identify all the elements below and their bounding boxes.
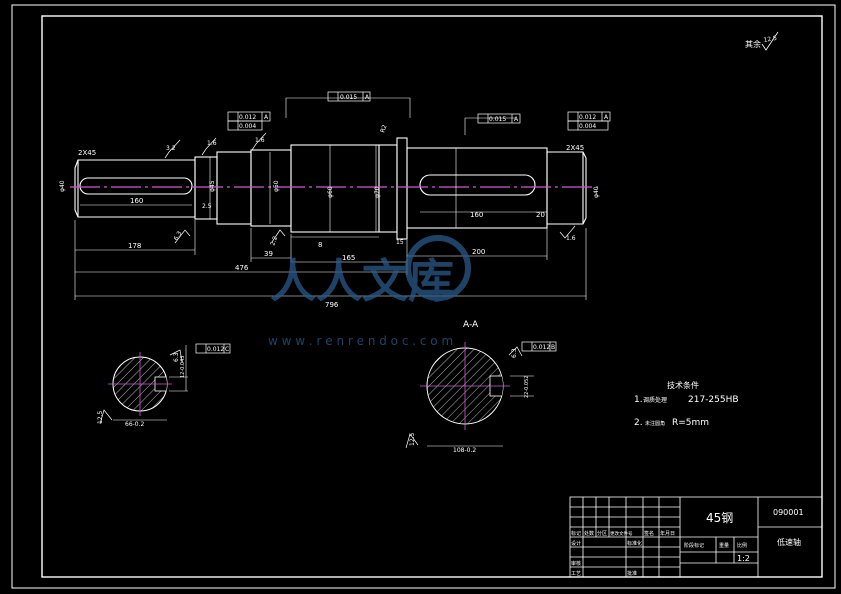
tol-right-mid-ref: A: [514, 116, 519, 123]
dim-r15: 15: [396, 239, 404, 246]
dim-d3: φ50: [273, 180, 280, 192]
tech-title: 技术条件: [667, 380, 699, 390]
tol-top-value: 0.015: [340, 94, 357, 101]
dim-radius-note: R2: [379, 124, 388, 134]
dim-chamfer-right: 2X45: [566, 144, 584, 152]
tb-material: 45钢: [706, 511, 733, 525]
keyway-right: [419, 174, 536, 196]
tolerance-frame-left: [227, 111, 271, 131]
tech-item2-num: 2.: [634, 418, 643, 428]
tol-right-2: 0.004: [579, 123, 596, 130]
dim-key-left: 160: [130, 197, 143, 205]
dim-len-476: 476: [235, 264, 249, 272]
tb-zone: 分区: [597, 530, 607, 537]
tol-right-1: 0.012: [579, 114, 596, 121]
tb-review: 审核: [571, 560, 581, 567]
section-left: [108, 345, 188, 421]
tb-date: 年月日: [660, 530, 675, 537]
tol-left-2: 0.004: [239, 123, 256, 130]
tb-scale: 1:2: [737, 554, 750, 563]
section-right-dim: 108-0.2: [453, 447, 476, 454]
dim-key-right: 160: [470, 211, 483, 219]
watermark-logo: 人人文库 w w w . r e n r e n d o c . c o m: [268, 235, 471, 348]
section-right-key: 22-0.052: [524, 376, 530, 398]
roughness-r7: 6.3: [173, 352, 180, 362]
section-right-tol-frame: [521, 341, 557, 352]
tech-item1-label: 调质处理: [643, 396, 667, 404]
tech-item2-label: 未注圆角: [645, 420, 665, 427]
roughness-note: 其余: [745, 39, 761, 49]
tolerance-frame-right: [567, 111, 611, 131]
roughness-r6: 1.6: [566, 235, 576, 242]
tech-item2-value: R=5mm: [672, 418, 709, 428]
roughness-r2: 1.6: [207, 140, 217, 147]
section-label: A-A: [463, 320, 479, 330]
dim-d5: φ70: [374, 186, 381, 198]
tb-count: 处数: [584, 530, 594, 537]
tb-weight: 重量: [719, 542, 729, 549]
dim-len-165: 165: [342, 254, 355, 262]
dim-len-178: 178: [128, 242, 141, 250]
tb-doc: 更改文件号: [610, 530, 633, 537]
tol-right-1-ref: A: [604, 114, 609, 121]
section-left-tol: 0.012: [207, 346, 224, 353]
tech-item1-value: 217-255HB: [688, 395, 739, 405]
dim-len-796: 796: [325, 301, 339, 309]
tol-left-1: 0.012: [239, 114, 256, 121]
dim-d2: φ45: [209, 180, 216, 192]
tol-right-mid: 0.015: [489, 116, 506, 123]
section-right-tol-ref: B: [551, 344, 555, 351]
inner-border: [41, 15, 823, 578]
section-right: [420, 342, 534, 447]
tb-design: 设计: [571, 540, 581, 547]
title-block: [569, 496, 823, 578]
section-left-tol-ref: C: [225, 346, 229, 353]
tb-std: 标准化: [627, 540, 642, 547]
shaft-outline: [74, 137, 587, 240]
dim-chamfer-left: 2X45: [78, 149, 96, 157]
tol-left-1-ref: A: [264, 114, 269, 121]
roughness-r10: 12.5: [409, 432, 416, 446]
tb-approve: 批准: [627, 570, 637, 577]
dim-len-2-5: 2.5: [202, 203, 212, 210]
roughness-value-top: 12.5: [763, 35, 778, 44]
watermark-brand: 人人文库: [270, 254, 454, 308]
dim-len-2-2: 2.2: [269, 235, 279, 247]
dimension-lines: [74, 97, 587, 300]
roughness-symbol-icon: [761, 31, 779, 51]
dim-d1: φ40: [59, 180, 66, 192]
dim-d4: φ60: [327, 186, 334, 198]
dim-len-20: 20: [536, 211, 545, 219]
section-left-tol-frame: [195, 343, 231, 354]
tolerance-frame-right-mid: [477, 113, 521, 124]
tb-drawing-no: 090001: [773, 508, 804, 517]
section-left-key: 12-0.043: [180, 356, 186, 378]
tb-sign: 签名: [644, 530, 654, 537]
tolerance-frame-top: [327, 91, 371, 102]
tb-part-name: 低速轴: [777, 537, 801, 547]
roughness-r1: 3.2: [166, 145, 176, 152]
dim-len-200: 200: [472, 248, 485, 256]
dim-d6: φ40: [593, 186, 600, 198]
tb-stage: 阶段标记: [684, 542, 704, 549]
tol-top-ref: A: [365, 94, 370, 101]
roughness-r11: 6.3: [511, 348, 518, 358]
watermark-url: w w w . r e n r e n d o c . c o m: [268, 334, 453, 348]
tb-mark: 标记: [571, 530, 581, 537]
keyway-left: [79, 177, 193, 195]
roughness-r3: 1.6: [255, 137, 265, 144]
tech-item1-num: 1.: [634, 395, 643, 405]
tb-scale-label: 比例: [737, 542, 747, 549]
roughness-marks: [99, 132, 576, 449]
roughness-r9: 12.5: [97, 410, 104, 424]
section-right-tol: 0.012: [533, 344, 550, 351]
dim-len-8: 8: [318, 241, 322, 249]
tb-process: 工艺: [571, 571, 581, 577]
dim-len-39: 39: [264, 250, 273, 258]
section-left-dim: 66-0.2: [125, 421, 145, 428]
outer-border: [11, 4, 836, 589]
roughness-r4: 6.3: [173, 230, 184, 242]
